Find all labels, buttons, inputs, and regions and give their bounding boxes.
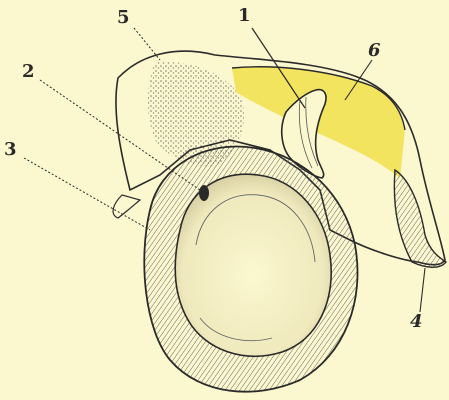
label-6: 6 (368, 42, 381, 60)
leader-line-4 (420, 268, 425, 312)
label-2: 2 (22, 63, 35, 81)
label-5: 5 (117, 9, 130, 27)
label-3: 3 (4, 141, 17, 159)
glenoid-cavity (175, 174, 331, 356)
label-1: 1 (238, 7, 251, 25)
label-4: 4 (410, 313, 423, 331)
left-spur (113, 195, 140, 218)
scapular-notch (199, 185, 209, 201)
